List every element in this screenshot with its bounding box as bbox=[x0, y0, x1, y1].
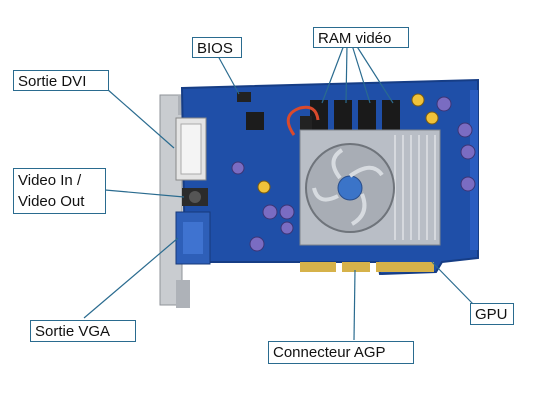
label-video-in-line1: Video In / bbox=[18, 172, 82, 189]
vga-port bbox=[175, 211, 211, 265]
fan-cable bbox=[286, 105, 320, 136]
label-video-out-line2: Video Out bbox=[18, 193, 85, 210]
video-in-out-port bbox=[182, 188, 208, 206]
label-ram-video: RAM vidéo bbox=[313, 27, 409, 48]
label-sortie-dvi: Sortie DVI bbox=[13, 70, 109, 91]
agp-edge-connector bbox=[300, 262, 434, 272]
label-connecteur-agp: Connecteur AGP bbox=[268, 341, 414, 364]
capacitors bbox=[231, 93, 476, 252]
label-video-in-out: Video In / Video Out bbox=[13, 168, 106, 214]
label-bios: BIOS bbox=[192, 37, 242, 58]
label-sortie-vga: Sortie VGA bbox=[30, 320, 136, 342]
bios-chip bbox=[237, 92, 264, 130]
heatsink-fan bbox=[299, 129, 441, 246]
dvi-port bbox=[175, 117, 207, 181]
leader-lines bbox=[83, 44, 475, 341]
label-gpu: GPU bbox=[470, 303, 514, 325]
